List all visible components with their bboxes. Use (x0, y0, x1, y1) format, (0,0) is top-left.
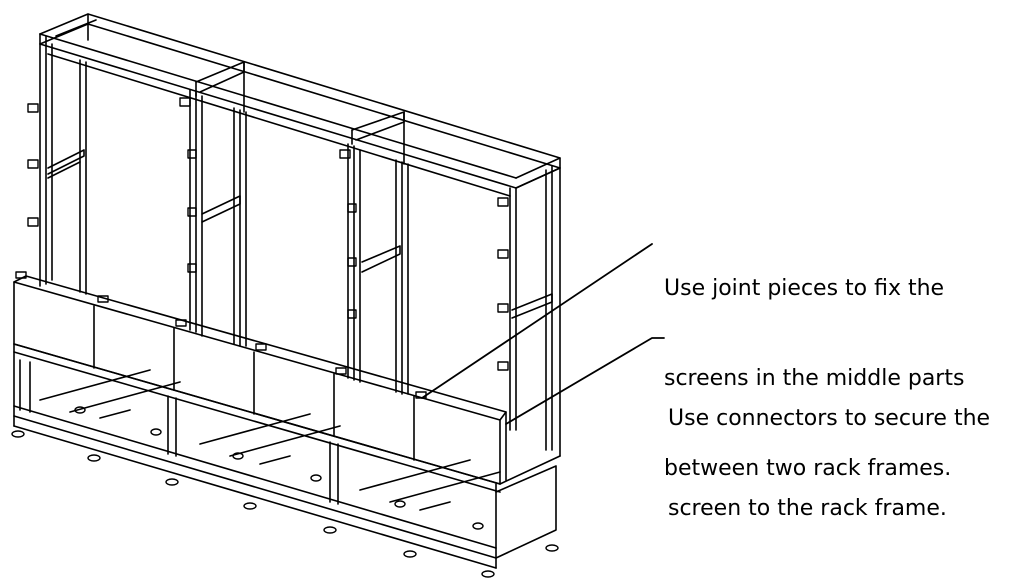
top-rail (39, 13, 561, 197)
callout-connectors: Use connectors to secure the screen to t… (668, 344, 990, 554)
right-end-frame (509, 157, 561, 457)
bracket-knobs (27, 97, 509, 371)
middle-rack-posts (189, 61, 247, 347)
base-frame (13, 343, 561, 569)
callout-line: between two rack frames. (664, 456, 952, 481)
callout-line: screens in the middle parts (664, 366, 965, 391)
callout-joint-pieces: Use joint pieces to fix the screens in t… (664, 214, 964, 514)
leader-line-connector (505, 337, 665, 425)
callout-line: Use joint pieces to fix the (664, 276, 945, 301)
callout-line: Use connectors to secure the (668, 406, 991, 431)
left-rack-posts (39, 13, 89, 295)
screen-panels (13, 275, 507, 485)
joint-pieces (15, 271, 427, 399)
leader-line-joint (421, 243, 653, 399)
callout-line: screen to the rack frame. (668, 496, 947, 521)
leveling-feet (11, 406, 559, 578)
right-rack-posts (347, 111, 409, 395)
